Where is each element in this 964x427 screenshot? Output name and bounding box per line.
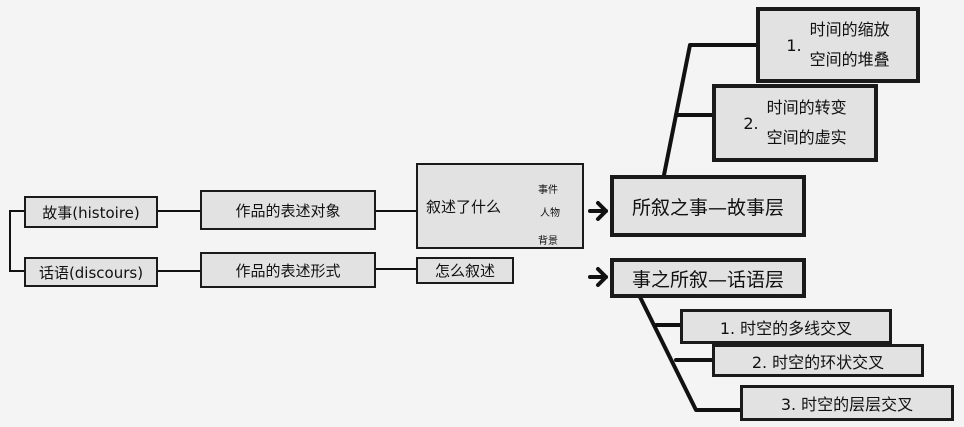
narrate-what-box: 叙述了什么 <box>416 163 584 249</box>
discourse-detail-2: 2. 时空的环状交叉 <box>712 344 924 377</box>
story-detail-2: 2. 时间的转变 空间的虚实 <box>712 84 878 162</box>
story-layer-box: 所叙之事—故事层 <box>610 175 806 237</box>
story-box: 故事(histoire) <box>24 196 158 228</box>
item-character: 人物 <box>540 208 560 219</box>
discourse-label: 话语(discours) <box>38 263 144 282</box>
story-label: 故事(histoire) <box>42 203 140 222</box>
discourse-layer-box: 事之所叙—话语层 <box>610 258 806 298</box>
form-box: 作品的表述形式 <box>200 252 376 288</box>
discourse-detail-3-label: 3. 时空的层层交叉 <box>780 395 914 414</box>
narrate-what-label: 叙述了什么 <box>426 197 502 216</box>
item-event: 事件 <box>538 185 558 196</box>
discourse-detail-2-label: 2. 时空的环状交叉 <box>751 352 885 372</box>
discourse-layer-label: 事之所叙—话语层 <box>631 268 784 291</box>
story-detail-1: 1. 时间的缩放 空间的堆叠 <box>756 7 920 83</box>
object-label: 作品的表述对象 <box>235 201 341 220</box>
narrate-how-label: 怎么叙述 <box>434 262 495 280</box>
story-detail-1-line1: 时间的缩放 <box>809 19 890 39</box>
form-label: 作品的表述形式 <box>235 261 341 280</box>
discourse-box: 话语(discours) <box>24 257 158 287</box>
story-detail-1-line2: 空间的堆叠 <box>809 50 890 69</box>
story-detail-2-num: 2. <box>743 113 759 133</box>
story-detail-2-line1: 时间的转变 <box>766 97 847 117</box>
object-box: 作品的表述对象 <box>200 190 376 230</box>
discourse-detail-1: 1. 时空的多线交叉 <box>680 309 892 344</box>
story-detail-1-num: 1. <box>786 35 802 55</box>
item-background: 背景 <box>538 236 558 247</box>
narrate-how-box: 怎么叙述 <box>416 257 514 284</box>
discourse-detail-3: 3. 时空的层层交叉 <box>740 385 954 421</box>
story-layer-label: 所叙之事—故事层 <box>631 196 784 219</box>
discourse-detail-1-label: 1. 时空的多线交叉 <box>719 318 853 338</box>
story-detail-2-line2: 空间的虚实 <box>766 128 847 147</box>
